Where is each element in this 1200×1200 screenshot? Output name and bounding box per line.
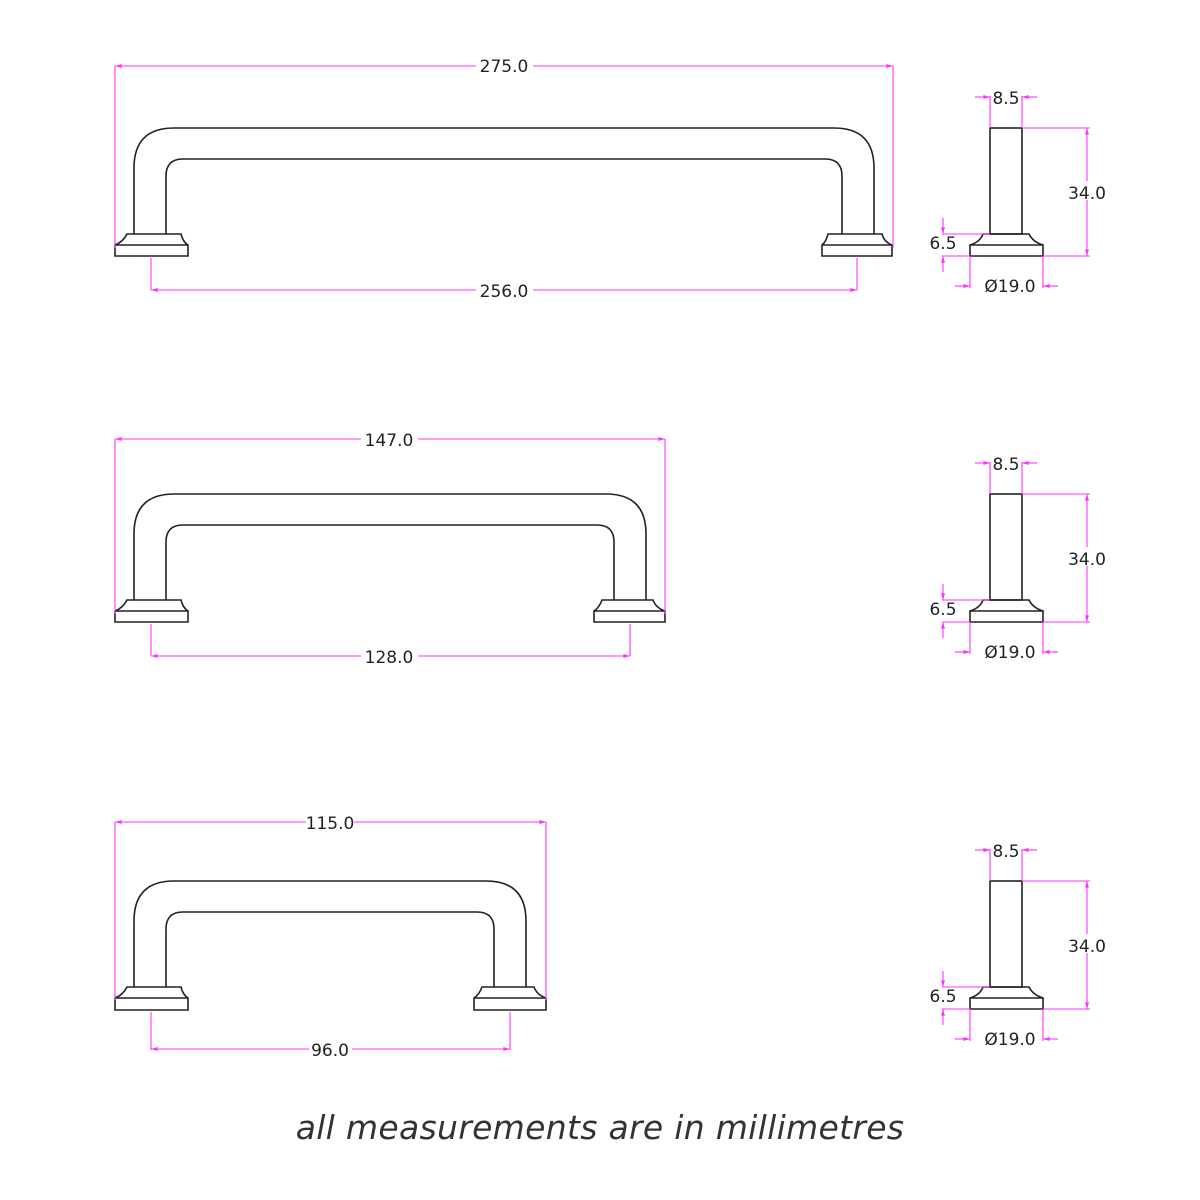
- overall-length-label: 147.0: [365, 431, 414, 451]
- hole-centres-label: 256.0: [480, 282, 529, 302]
- handle-275-front-view: [114, 127, 893, 257]
- hole-centres-label: 128.0: [365, 648, 414, 668]
- handle-115-dimensions: 115.0 96.0: [114, 814, 547, 1061]
- overall-length-label: 275.0: [480, 57, 529, 77]
- handle-275-side-view: 8.5 34.0 6.5 Ø19.0: [929, 89, 1105, 297]
- handle-115-side-view: 8.5 34.0 6.5 Ø19.0: [929, 842, 1105, 1050]
- handle-147-dimensions: 147.0 128.0: [114, 431, 666, 668]
- bar-diameter-label: 8.5: [992, 89, 1019, 109]
- projection-label: 34.0: [1068, 550, 1106, 570]
- base-diameter-label: Ø19.0: [984, 1030, 1035, 1050]
- handle-275-dimensions: 275.0 256.0: [114, 57, 894, 302]
- hole-centres-label: 96.0: [311, 1041, 349, 1061]
- projection-label: 34.0: [1068, 184, 1106, 204]
- base-diameter-label: Ø19.0: [984, 643, 1035, 663]
- handle-147-side-view: 8.5 34.0 6.5 Ø19.0: [929, 455, 1105, 663]
- base-height-label: 6.5: [929, 987, 956, 1007]
- handle-147-front-view: [114, 493, 666, 623]
- projection-label: 34.0: [1068, 937, 1106, 957]
- bar-diameter-label: 8.5: [992, 842, 1019, 862]
- base-diameter-label: Ø19.0: [984, 277, 1035, 297]
- bar-diameter-label: 8.5: [992, 455, 1019, 475]
- handle-115-front-view: [114, 880, 547, 1011]
- overall-length-label: 115.0: [306, 814, 355, 834]
- units-caption: all measurements are in millimetres: [295, 1108, 905, 1147]
- base-height-label: 6.5: [929, 234, 956, 254]
- base-height-label: 6.5: [929, 600, 956, 620]
